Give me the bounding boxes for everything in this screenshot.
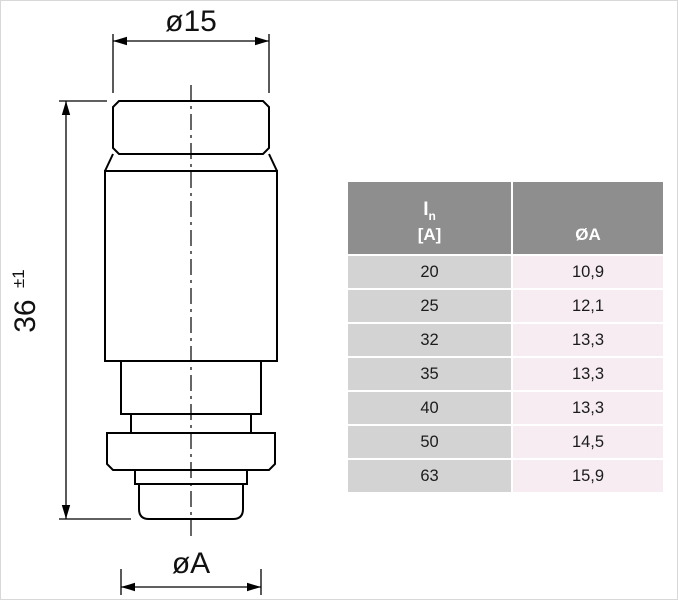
dim-height-value: 36 [9,299,42,332]
arrow-height-top [61,101,71,115]
cell-amps: 63 [348,460,511,492]
arrow-top-left [113,36,127,46]
fuse-technical-drawing: ø15 36 ±1 øA [9,5,278,595]
rated-current-symbol: In [423,198,436,223]
col-header-rated-current: In [A] [348,182,511,254]
cell-diameter: 15,9 [513,460,663,492]
col-header-diameter: ØA [513,182,663,254]
cell-amps: 35 [348,358,511,390]
dim-height-label: 36 ±1 [9,269,42,333]
diameter-header-label: ØA [575,224,601,244]
fuse-cap [112,100,270,155]
dim-height-tolerance: ±1 [9,269,28,288]
cell-diameter: 13,3 [513,358,663,390]
fuse-tip [138,484,244,520]
fuse-neck-left [104,153,114,172]
arrow-height-bottom [61,505,71,519]
cell-diameter: 12,1 [513,290,663,322]
arrow-bottom-left [121,582,135,592]
arrow-top-right [255,36,269,46]
cell-diameter: 13,3 [513,392,663,424]
cell-amps: 40 [348,392,511,424]
arrow-bottom-right [247,582,261,592]
dimension-arrows [61,36,269,592]
cell-amps: 32 [348,324,511,356]
fuse-neck-right [268,153,278,172]
dimension-lines [59,34,270,595]
fuse-flange [106,432,276,471]
cell-diameter: 14,5 [513,426,663,458]
cell-amps: 50 [348,426,511,458]
cell-amps: 25 [348,290,511,322]
dim-top-diameter-label: ø15 [165,5,217,38]
cell-diameter: 10,9 [513,256,663,288]
cell-amps: 20 [348,256,511,288]
cell-diameter: 13,3 [513,324,663,356]
spec-table: In [A] ØA 20 10,9 25 12,1 32 13,3 35 13,… [348,182,663,492]
dim-bottom-diameter-label: øA [172,547,210,580]
rated-current-unit: [A] [417,224,442,244]
